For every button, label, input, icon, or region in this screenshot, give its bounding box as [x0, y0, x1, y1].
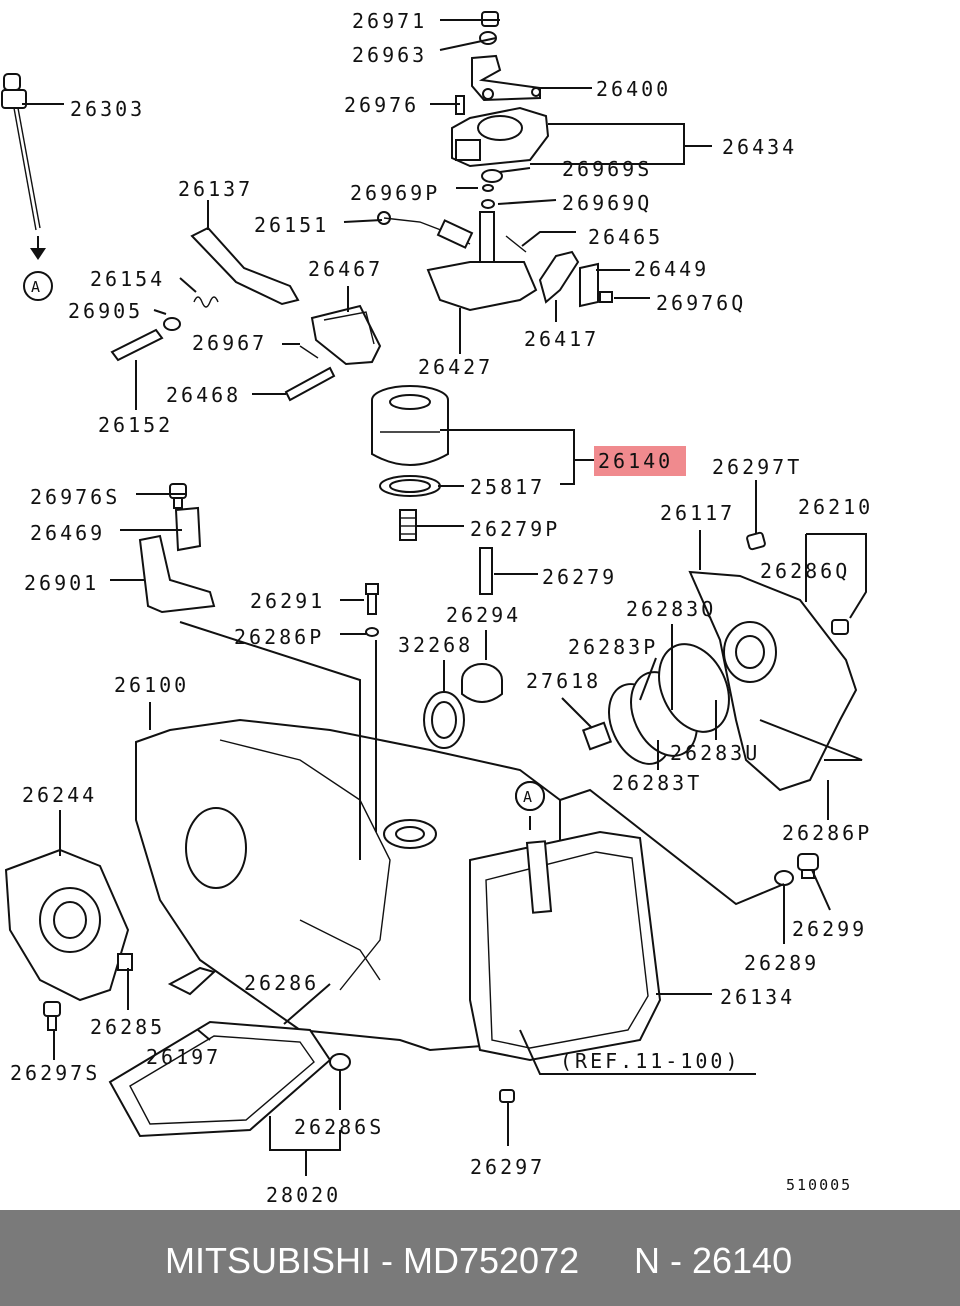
cover-plate-illustration: [4, 848, 133, 1002]
label-26279: 26279: [542, 565, 617, 589]
callout-a-case: A: [515, 781, 545, 811]
label-26286p-lower: 26286P: [782, 821, 872, 845]
label-25817: 25817: [470, 475, 545, 499]
parking-bracket-illustration: [310, 304, 382, 366]
pin-illustrations: [110, 328, 336, 402]
label-26434: 26434: [722, 135, 797, 159]
label-26969p: 26969P: [350, 181, 440, 205]
label-26976: 26976: [344, 93, 419, 117]
callout-a-top-label: A: [31, 278, 42, 296]
spring-illustration: [163, 296, 219, 331]
label-26976s: 26976S: [30, 485, 120, 509]
label-26971: 26971: [352, 9, 427, 33]
label-26297: 26297: [470, 1155, 545, 1179]
label-26976q: 26976Q: [656, 291, 746, 315]
oil-pan-illustration: [469, 830, 662, 1062]
highlight-box: [594, 446, 686, 476]
exploded-parts-diagram: A A 26971 26963 26400 26976 26303 26434 …: [1, 9, 873, 1207]
label-26449: 26449: [634, 257, 709, 281]
manual-valve-shaft-illustration: [426, 184, 538, 312]
label-26967: 26967: [192, 331, 267, 355]
label-26291: 26291: [250, 589, 325, 613]
label-26134: 26134: [720, 985, 795, 1009]
transfer-cover-illustration: [688, 570, 858, 792]
dipstick-illustration: [1, 73, 46, 260]
label-26427: 26427: [418, 355, 493, 379]
label-26151: 26151: [254, 213, 329, 237]
label-26140: 26140: [598, 449, 673, 473]
label-26286q: 26286Q: [760, 559, 850, 583]
label-26969q: 26969Q: [562, 191, 652, 215]
label-26286s: 26286S: [294, 1115, 384, 1139]
oil-filter-illustration: [371, 385, 449, 497]
label-26286: 26286: [244, 971, 319, 995]
leader-lines: [22, 19, 867, 1176]
seal-illustrations: [423, 663, 503, 749]
label-26963: 26963: [352, 43, 427, 67]
label-26154: 26154: [90, 267, 165, 291]
label-26289: 26289: [744, 951, 819, 975]
label-26969s: 26969S: [562, 157, 652, 181]
parking-rod-illustration: [377, 211, 474, 249]
label-26283u: 26283U: [670, 741, 760, 765]
label-26905: 26905: [68, 299, 143, 323]
label-26465: 26465: [588, 225, 663, 249]
shift-lever-illustration: [455, 54, 541, 115]
label-26210: 26210: [798, 495, 873, 519]
footer-reference-number: N - 26140: [634, 1240, 793, 1281]
label-26417: 26417: [524, 327, 599, 351]
label-26137: 26137: [178, 177, 253, 201]
label-26468: 26468: [166, 383, 241, 407]
label-26283t: 26283T: [612, 771, 702, 795]
label-28020: 28020: [266, 1183, 341, 1207]
label-26901: 26901: [24, 571, 99, 595]
part-labels: 26971 26963 26400 26976 26303 26434 2696…: [10, 9, 873, 1207]
label-ref-11-100: (REF.11-100): [560, 1049, 741, 1073]
label-26467: 26467: [308, 257, 383, 281]
label-26400: 26400: [596, 77, 671, 101]
label-26303: 26303: [70, 97, 145, 121]
label-26297s: 26297S: [10, 1061, 100, 1085]
callout-a-top: A: [23, 271, 53, 301]
valve-body-bracket-illustration: [138, 506, 216, 614]
label-26117: 26117: [660, 501, 735, 525]
label-27618: 27618: [526, 669, 601, 693]
inhibitor-switch-illustration: [451, 106, 550, 183]
label-26286p-upper: 26286P: [234, 625, 324, 649]
label-26283q: 26283Q: [626, 597, 716, 621]
callout-a-case-label: A: [523, 788, 534, 806]
footer-brand-part-number: MITSUBISHI - MD752072: [165, 1240, 580, 1281]
detent-spring-illustration: [538, 250, 613, 308]
transaxle-case-illustration: [135, 718, 561, 1052]
label-26469: 26469: [30, 521, 105, 545]
label-26285: 26285: [90, 1015, 165, 1039]
label-26244: 26244: [22, 783, 97, 807]
snap-ring-illustrations: [581, 643, 730, 765]
label-26297t: 26297T: [712, 455, 802, 479]
label-26152: 26152: [98, 413, 173, 437]
parking-pawl-illustration: [190, 226, 300, 306]
label-26283p: 26283P: [568, 635, 658, 659]
label-26197: 26197: [146, 1045, 221, 1069]
footer-bar: MITSUBISHI - MD752072 N - 26140: [0, 1210, 960, 1306]
label-26294: 26294: [446, 603, 521, 627]
diagram-code: 510005: [786, 1176, 852, 1194]
label-32268: 32268: [398, 633, 473, 657]
label-26299: 26299: [792, 917, 867, 941]
label-26100: 26100: [114, 673, 189, 697]
label-26279p: 26279P: [470, 517, 560, 541]
